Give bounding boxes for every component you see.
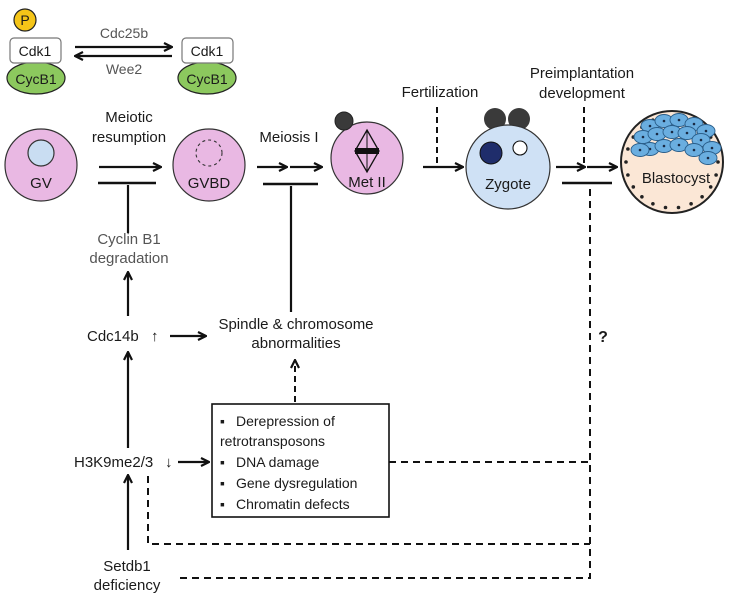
h3k9-to-development-dashed	[147, 476, 590, 545]
setdb1-to-development-dashed	[180, 186, 591, 579]
right-cdk1-label: Cdk1	[191, 43, 224, 59]
bullet-4: ▪	[220, 496, 225, 512]
stage-met2: Met II	[330, 111, 404, 195]
degradation-label: degradation	[89, 250, 168, 267]
icm-cell-nucleus	[655, 132, 659, 136]
inner-cell-mass	[630, 113, 722, 165]
unknown-link-mark: ?	[598, 329, 608, 346]
zona-dot	[700, 195, 704, 199]
dashed-connectors	[147, 186, 591, 579]
stage-blastocyst: Blastocyst	[620, 110, 724, 214]
zygote-polar-body-1	[484, 108, 506, 130]
right-cdk1-box	[181, 37, 234, 64]
icm-cell-nucleus	[648, 124, 652, 128]
preimplantation-label-2: development	[539, 85, 626, 102]
cdc25b-label: Cdc25b	[100, 25, 148, 41]
icm-cell-nucleus	[685, 131, 689, 135]
gv-nucleus	[27, 139, 55, 167]
effects-box: ▪ Derepression of retrotransposons ▪ DNA…	[211, 403, 390, 518]
bullet-2: ▪	[220, 454, 225, 470]
left-cdk1-box	[9, 37, 62, 64]
stage-zygote: Zygote	[465, 108, 551, 210]
wee2-label: Wee2	[106, 61, 143, 77]
zona-dot	[714, 173, 718, 177]
zona-dot	[663, 205, 668, 210]
icm-cell-nucleus	[710, 146, 714, 150]
effects-box-frame	[211, 403, 390, 518]
left-cdk1-label: Cdk1	[19, 43, 52, 59]
icm-cell-nucleus	[677, 143, 681, 147]
zona-dot	[716, 160, 720, 164]
female-pronucleus	[512, 140, 528, 156]
effect-gene-dysregulation: Gene dysregulation	[236, 475, 357, 491]
icm-cell-nucleus	[641, 135, 645, 139]
stage-gv: GV	[4, 128, 78, 202]
spindle-label-2: abnormalities	[251, 335, 340, 352]
zona-dot	[624, 160, 628, 164]
icm-cell-nucleus	[704, 129, 708, 133]
male-pronucleus	[479, 141, 503, 165]
bullet-3: ▪	[220, 475, 225, 491]
zygote-polar-body-2	[508, 108, 530, 130]
cdk-panel: P Cdk1 CycB1 Cdk1 CycB1 Cdc25b Wee2	[6, 8, 237, 95]
zygote-label: Zygote	[485, 176, 531, 193]
zygote-cell	[465, 124, 551, 210]
meiotic-resumption-label-2: resumption	[92, 129, 166, 146]
bullet-1: ▪	[220, 413, 225, 429]
h3k9-label: H3K9me2/3	[74, 454, 153, 471]
icm-cell-nucleus	[699, 138, 703, 142]
left-cycb1-label: CycB1	[15, 71, 56, 87]
icm-cell-nucleus	[662, 119, 666, 123]
phospho-label: P	[20, 12, 29, 28]
stage-gvbd: GVBD	[172, 128, 246, 202]
icm-cell-nucleus	[677, 118, 681, 122]
effect-chromatin-defects: Chromatin defects	[236, 496, 350, 512]
zona-dot	[640, 195, 644, 199]
zona-dot	[689, 202, 693, 206]
zona-dot	[626, 173, 630, 177]
setdb1-label: Setdb1	[103, 558, 151, 575]
icm-cell-nucleus	[692, 148, 696, 152]
icm-cell-nucleus	[662, 144, 666, 148]
met2-label: Met II	[348, 174, 386, 191]
meiotic-resumption-label-1: Meiotic	[105, 109, 153, 126]
meiosis-i-label: Meiosis I	[259, 129, 318, 146]
phospho-badge	[13, 8, 37, 32]
right-cycb1-label: CycB1	[186, 71, 227, 87]
cdc14b-up-icon: ↑	[151, 328, 159, 345]
zona-dot	[626, 147, 630, 151]
deficiency-label: deficiency	[94, 577, 161, 594]
zona-dot	[708, 185, 713, 189]
cyclin-b1-label: Cyclin B1	[97, 231, 160, 248]
first-polar-body	[334, 111, 354, 131]
blastocyst-label: Blastocyst	[642, 170, 711, 187]
fertilization-label: Fertilization	[402, 84, 479, 101]
spindle-label-1: Spindle & chromosome	[218, 316, 373, 333]
transition-arrows	[98, 107, 617, 186]
gvbd-dissolving-nucleus	[195, 139, 223, 167]
icm-cell-nucleus	[638, 148, 642, 152]
zona-dot	[676, 205, 681, 210]
h3k9-down-icon: ↓	[165, 454, 173, 471]
effect-dna-damage: DNA damage	[236, 454, 319, 470]
effect-derepression-1: Derepression of	[236, 413, 335, 429]
preimplantation-label-1: Preimplantation	[530, 65, 634, 82]
zona-dot	[651, 202, 655, 206]
icm-cell-nucleus	[670, 130, 674, 134]
zona-dot	[631, 185, 636, 189]
icm-cell-nucleus	[692, 122, 696, 126]
metaphase-chromosomes	[355, 148, 379, 154]
gvbd-oocyte	[172, 128, 246, 202]
effect-derepression-2: retrotransposons	[220, 433, 325, 449]
gvbd-label: GVBD	[188, 175, 231, 192]
icm-cell-nucleus	[706, 156, 710, 160]
cdc14b-label: Cdc14b	[87, 328, 139, 345]
gv-label: GV	[30, 175, 52, 192]
